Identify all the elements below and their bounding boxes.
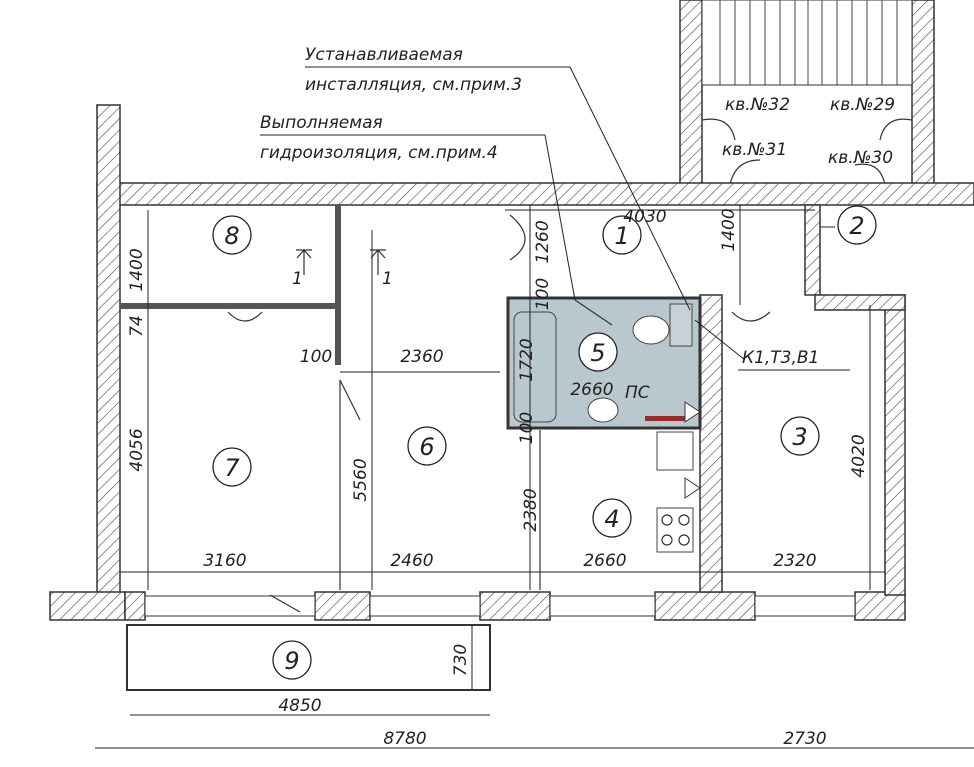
dim-4030: 4030 xyxy=(623,207,666,227)
dim-2460: 2460 xyxy=(390,551,433,571)
dim-1720: 1720 xyxy=(517,338,537,381)
note-waterproofing-1: Выполняемая xyxy=(260,113,383,133)
shaft-label: ПС xyxy=(625,383,650,403)
dim-2360: 2360 xyxy=(400,347,443,367)
section-mark-b: 1 xyxy=(382,269,393,289)
walls xyxy=(49,104,974,621)
dim-4056: 4056 xyxy=(127,428,147,471)
note-installation-2: инсталляция, см.прим.3 xyxy=(305,75,522,95)
dim-1400-room8: 1400 xyxy=(127,248,147,291)
dim-2660-kitchen: 2660 xyxy=(583,551,626,571)
room-8: 8 xyxy=(224,222,239,250)
dim-4020: 4020 xyxy=(849,434,869,477)
apartment-32: кв.№32 xyxy=(725,95,790,115)
room-3: 3 xyxy=(792,423,807,451)
dim-1260: 1260 xyxy=(533,220,553,263)
room-5: 5 xyxy=(590,339,605,367)
room-6: 6 xyxy=(419,433,434,461)
room-9: 9 xyxy=(284,647,299,675)
room-4: 4 xyxy=(604,505,619,533)
dim-8780: 8780 xyxy=(383,729,426,749)
dim-2730: 2730 xyxy=(783,729,826,749)
dim-730: 730 xyxy=(451,644,471,676)
dim-100-b: 100 xyxy=(533,278,553,310)
kitchen-fixtures xyxy=(656,431,701,553)
dim-2320: 2320 xyxy=(773,551,816,571)
stairwell xyxy=(679,0,935,186)
dim-2660-bath: 2660 xyxy=(570,380,613,400)
dim-3160: 3160 xyxy=(203,551,246,571)
dimension-lines xyxy=(95,66,974,749)
dim-5560: 5560 xyxy=(351,458,371,501)
doors xyxy=(227,214,771,613)
apartment-31: кв.№31 xyxy=(722,140,787,160)
dim-100-c: 100 xyxy=(517,412,537,444)
apartment-30: кв.№30 xyxy=(828,148,893,168)
dim-74: 74 xyxy=(127,315,147,337)
dim-100-a: 100 xyxy=(300,347,332,367)
dim-1400-room1: 1400 xyxy=(719,208,739,251)
section-mark-a: 1 xyxy=(292,269,303,289)
room-markers xyxy=(212,205,877,680)
dim-2380: 2380 xyxy=(521,488,541,531)
note-waterproofing-2: гидроизоляция, см.прим.4 xyxy=(260,143,498,163)
apartment-29: кв.№29 xyxy=(830,95,895,115)
room-1: 1 xyxy=(614,222,629,250)
dim-4850: 4850 xyxy=(278,696,321,716)
note-installation-1: Устанавливаемая xyxy=(305,45,463,65)
room-7: 7 xyxy=(224,454,240,482)
risers-label: К1,Т3,В1 xyxy=(742,348,819,368)
room-2: 2 xyxy=(849,212,864,240)
